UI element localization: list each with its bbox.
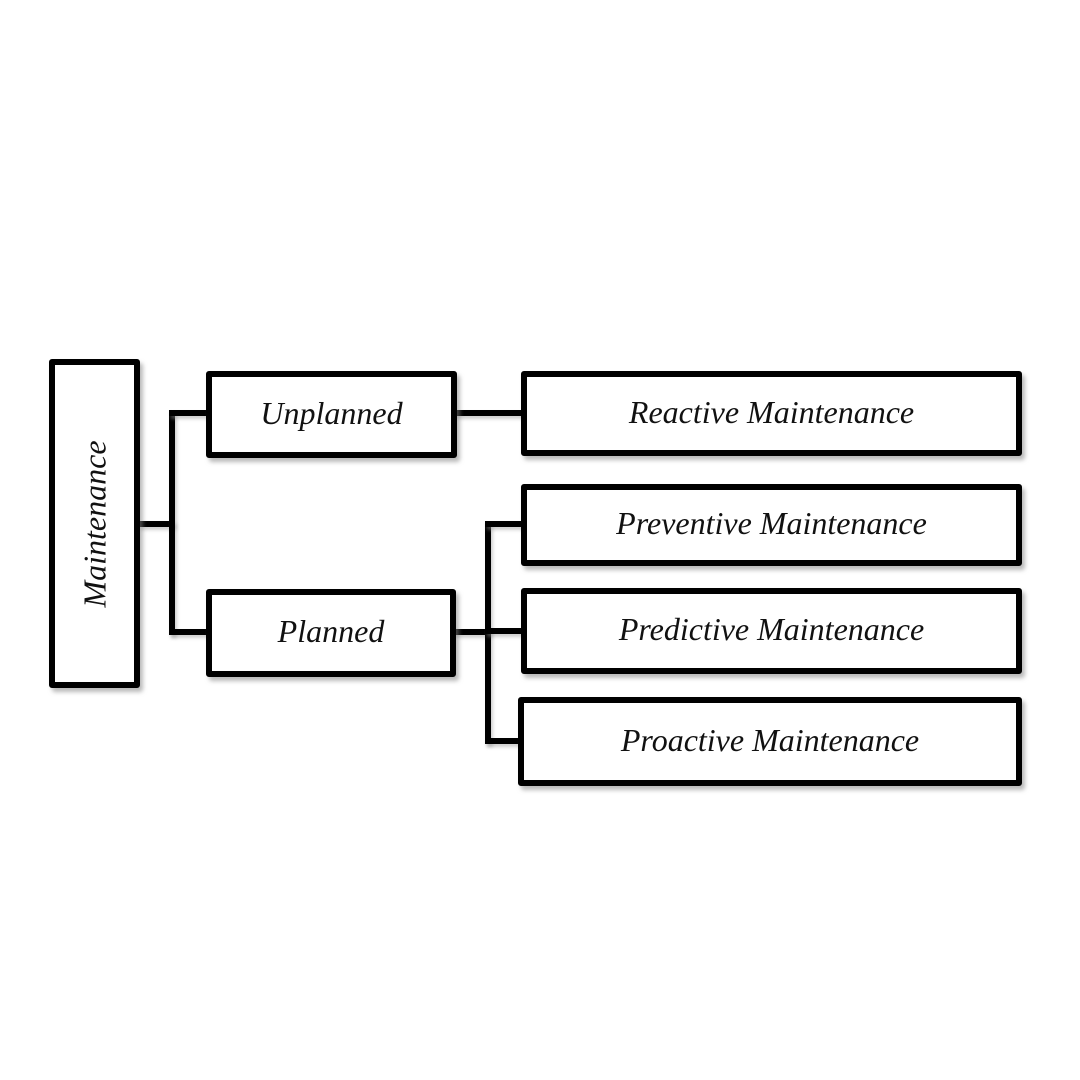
connector-branch-trunk-vertical: [169, 410, 175, 635]
connector-trunk-to-unplanned: [169, 410, 211, 416]
connector-unplanned-to-reactive: [453, 410, 525, 416]
node-unplanned-label: Unplanned: [260, 394, 403, 431]
node-unplanned: Unplanned: [206, 371, 457, 458]
connector-subtrunk-to-preventive: [485, 521, 525, 527]
node-proactive-maintenance: Proactive Maintenance: [518, 697, 1022, 786]
node-predictive-maintenance-label: Predictive Maintenance: [618, 611, 925, 647]
node-proactive-maintenance-label: Proactive Maintenance: [620, 721, 920, 758]
connector-planned-to-subtrunk: [452, 629, 490, 635]
node-preventive-maintenance: Preventive Maintenance: [521, 484, 1022, 566]
node-maintenance-label: Maintenance: [76, 439, 113, 608]
connector-subtrunk-to-proactive: [485, 738, 522, 744]
connector-root-to-branch-trunk: [138, 521, 175, 527]
node-predictive-maintenance: Predictive Maintenance: [521, 588, 1022, 674]
node-planned: Planned: [206, 589, 456, 677]
node-planned-label: Planned: [277, 613, 385, 649]
connector-trunk-to-planned: [169, 629, 211, 635]
node-maintenance: Maintenance: [49, 359, 140, 688]
connector-subtrunk-to-predictive: [485, 628, 525, 634]
node-reactive-maintenance-label: Reactive Maintenance: [628, 393, 915, 430]
node-preventive-maintenance-label: Preventive Maintenance: [616, 505, 927, 541]
node-reactive-maintenance: Reactive Maintenance: [521, 371, 1022, 456]
